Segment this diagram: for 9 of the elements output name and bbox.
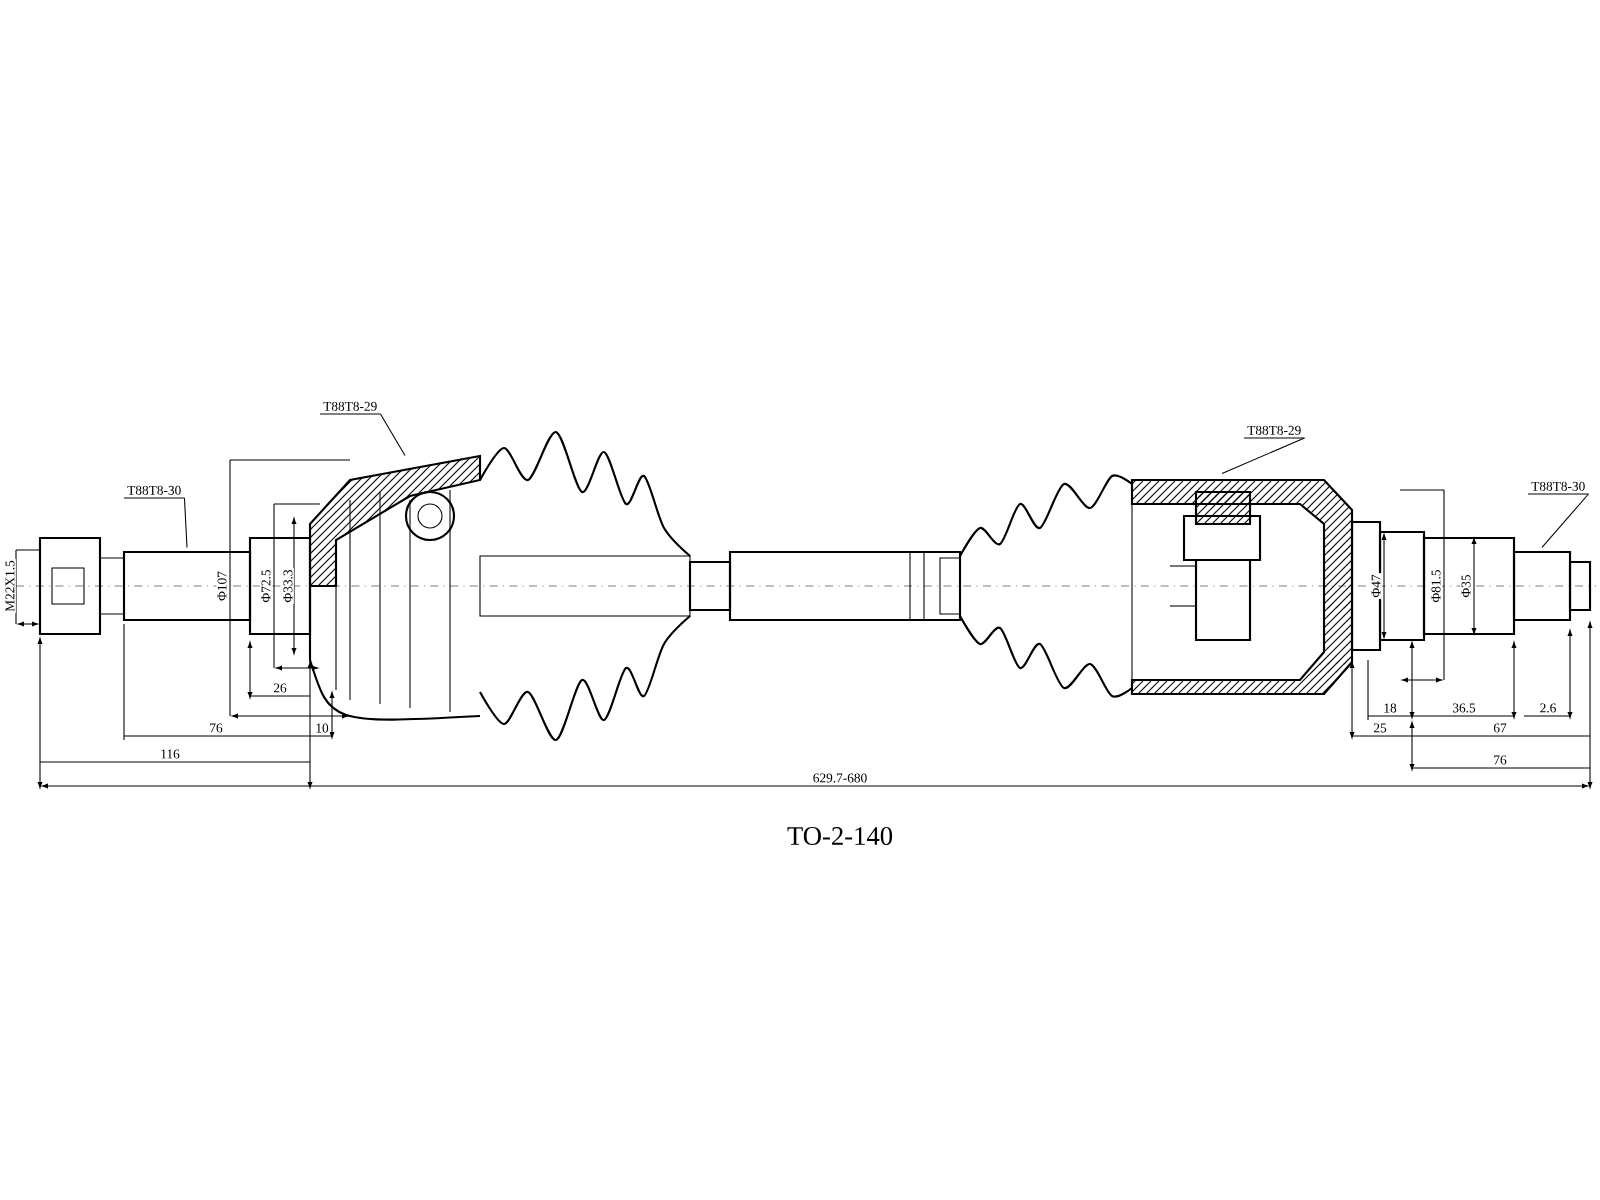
shaft-section (122, 550, 252, 622)
leader-line (183, 497, 188, 548)
shaft-section (1512, 550, 1572, 622)
hatched-section (308, 454, 482, 588)
leader-line (379, 413, 406, 456)
hatched-section (1130, 478, 1354, 696)
leader-line (1541, 493, 1589, 548)
leader-line (1221, 437, 1305, 474)
part-number: TO-2-140 (787, 827, 893, 845)
